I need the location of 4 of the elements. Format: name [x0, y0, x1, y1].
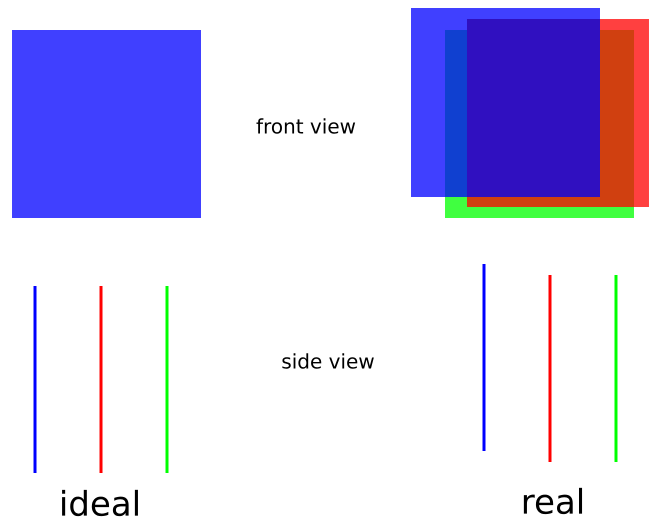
- view-label: ideal: [62, 490, 138, 516]
- view-label: front view: [256, 118, 356, 134]
- view-label: real: [524, 488, 582, 514]
- view-label: side view: [282, 353, 374, 369]
